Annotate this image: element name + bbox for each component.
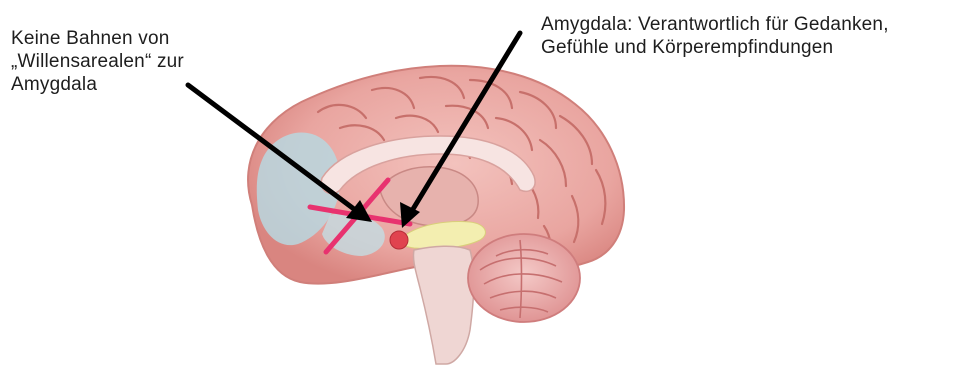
annotation-left-line-3: Amygdala — [11, 73, 271, 96]
amygdala — [390, 231, 408, 249]
annotation-right-line-2: Gefühle und Körperempfindungen — [541, 36, 977, 59]
annotation-left-line-2: „Willensarealen“ zur — [11, 50, 271, 73]
brainstem — [413, 246, 473, 364]
annotation-left-line-1: Keine Bahnen von — [11, 27, 271, 50]
annotation-right: Amygdala: Verantwortlich für Gedanken, G… — [541, 13, 977, 59]
annotation-left: Keine Bahnen von „Willensarealen“ zur Am… — [11, 27, 271, 96]
annotation-right-line-1: Amygdala: Verantwortlich für Gedanken, — [541, 13, 977, 36]
cerebellum — [468, 234, 580, 322]
